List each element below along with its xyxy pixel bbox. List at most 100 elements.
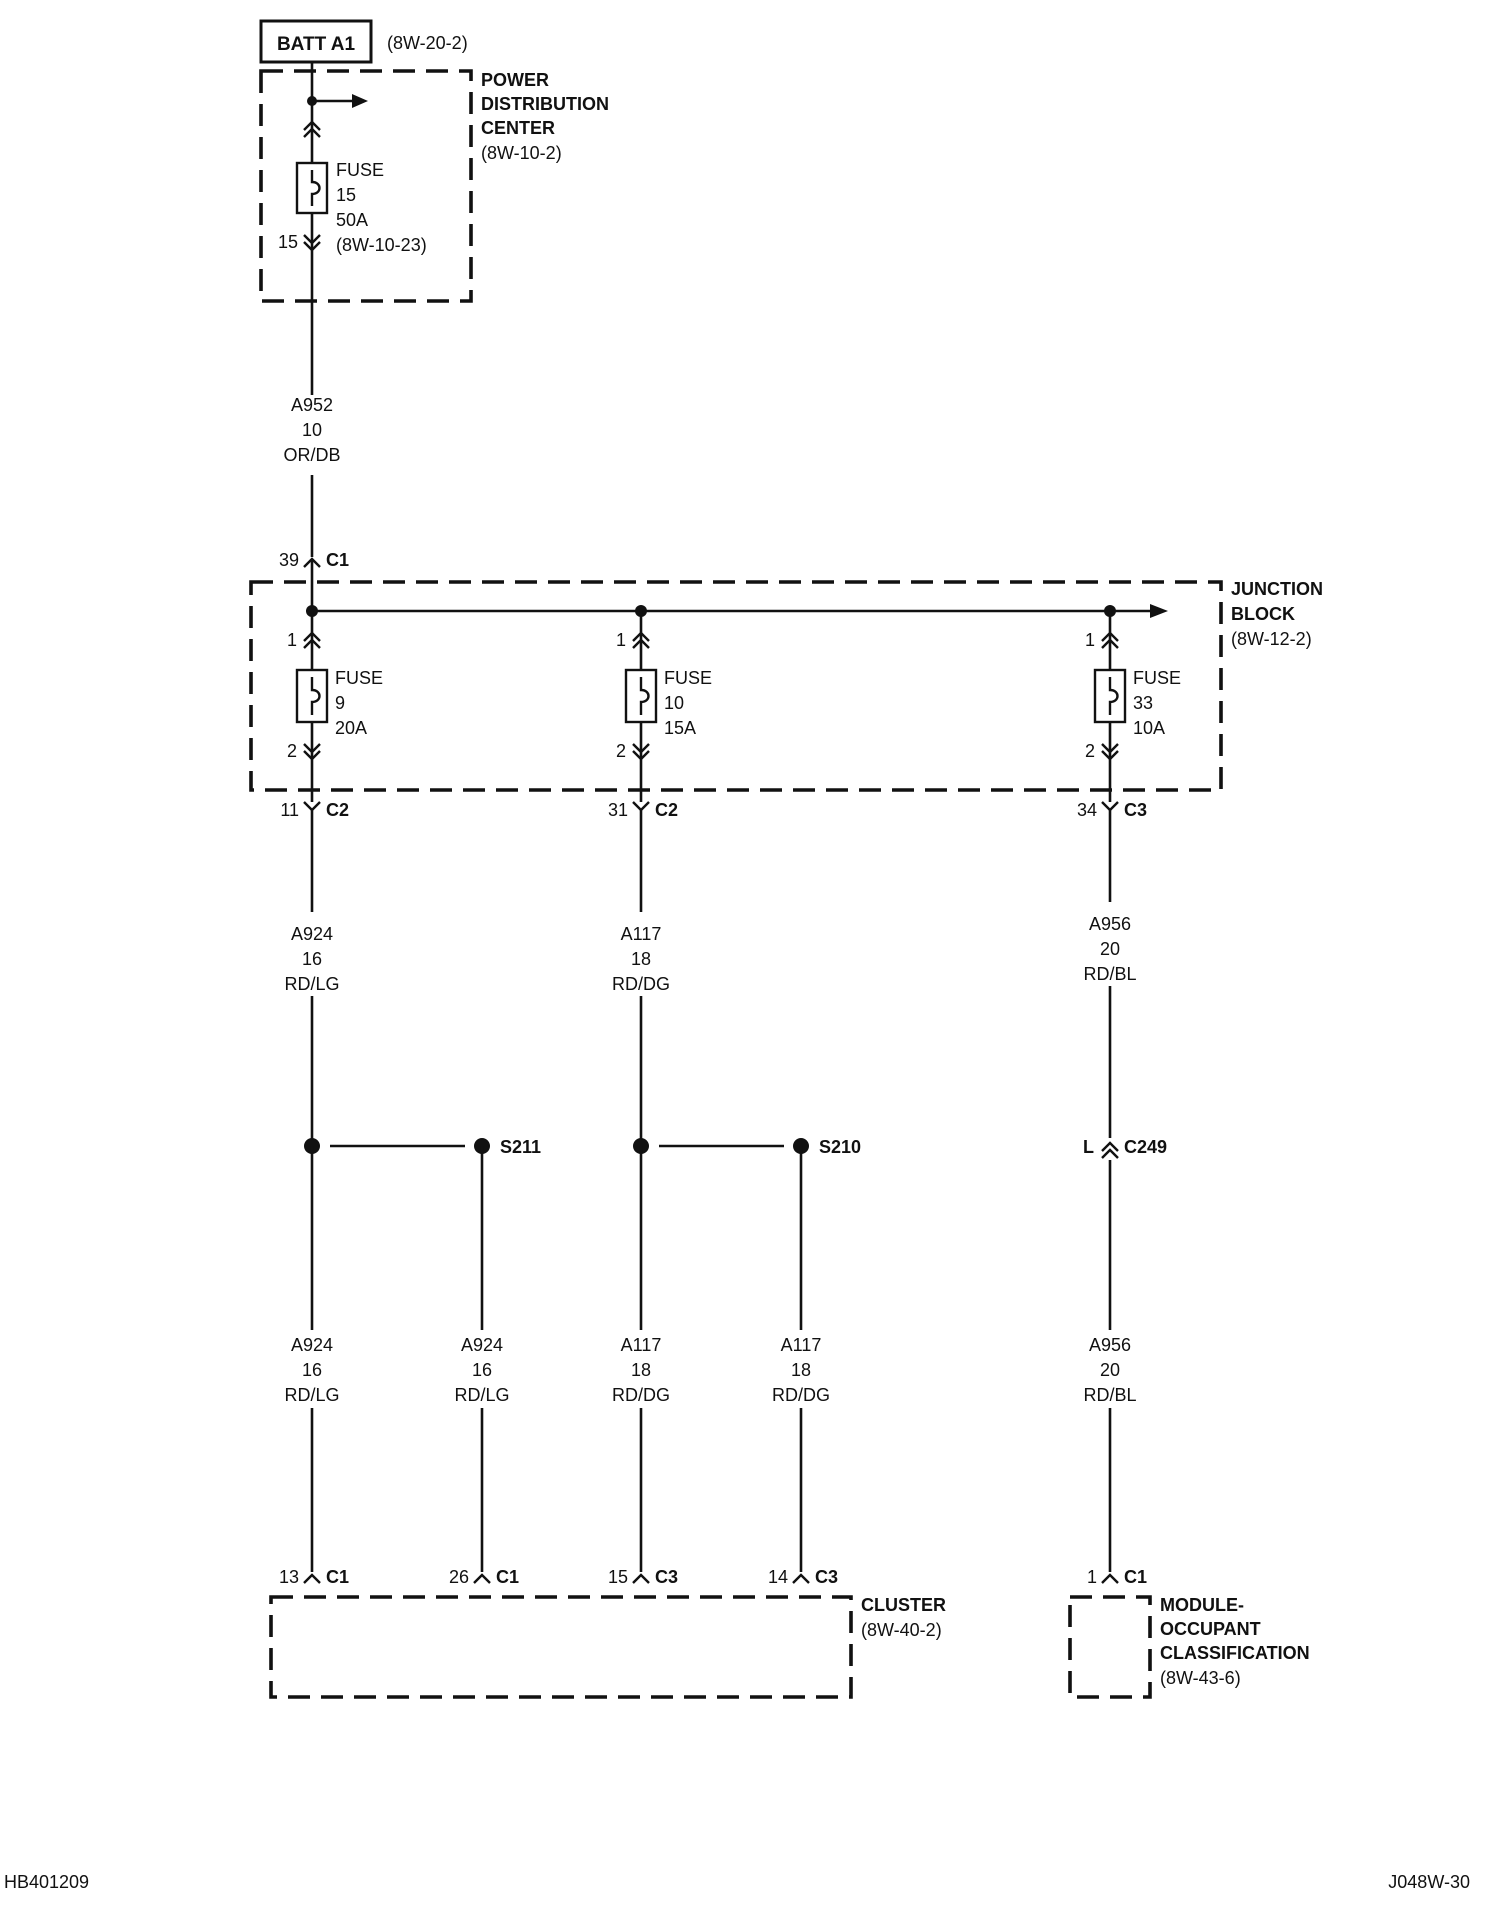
jb-fuse-10-number: 10 [664, 693, 684, 713]
jb-fuse-10-pin-in: 1 [616, 630, 626, 650]
wire-lower-4-color: RD/DG [772, 1385, 830, 1405]
jb-out-connector-3 [1101, 801, 1119, 812]
jb-fuse-33 [1093, 611, 1127, 802]
wire-a952-gauge: 10 [302, 420, 322, 440]
jb-bus-arrow [1150, 604, 1168, 618]
jb-fuse-33-pin-out: 2 [1085, 741, 1095, 761]
wire-lower-3-color: RD/DG [612, 1385, 670, 1405]
bottom-connector-1-label: C1 [326, 1567, 349, 1587]
pdc-title-3: CENTER [481, 118, 555, 138]
jb-fuse-33-conn-bottom-1 [1101, 743, 1119, 754]
jb-ref: (8W-12-2) [1231, 629, 1312, 649]
wire-a956-upper-gauge: 20 [1100, 939, 1120, 959]
bottom-connector-4-label: C3 [815, 1567, 838, 1587]
wire-lower-2-gauge: 16 [472, 1360, 492, 1380]
jb-fuse-9 [295, 611, 329, 802]
jb-fuse-9-conn-top-2 [303, 638, 321, 649]
bottom-connector-2-pin: 26 [449, 1567, 469, 1587]
jb-fuse-10-pin-out: 2 [616, 741, 626, 761]
jb-fuse-9-conn-bottom-2 [303, 750, 321, 761]
wire-a117-upper-circuit: A117 [621, 924, 662, 944]
jb-fuse-10-element [639, 677, 650, 715]
jb-out-pin-2: 31 [608, 800, 628, 820]
bottom-connector-3 [632, 1573, 650, 1584]
pdc-fuse-ref: (8W-10-23) [336, 235, 427, 255]
wire-lower-5-circuit: A956 [1089, 1335, 1131, 1355]
bottom-connector-2-label: C1 [496, 1567, 519, 1587]
wire-lower-2-circuit: A924 [461, 1335, 503, 1355]
c249-connector-1 [1101, 1141, 1119, 1152]
wire-lower-1-color: RD/LG [284, 1385, 339, 1405]
wire-lower-5-color: RD/BL [1083, 1385, 1136, 1405]
jb-fuse-33-element [1108, 677, 1119, 715]
jb-fuse-10-conn-top-1 [632, 631, 650, 642]
jb-out-conn-3: C3 [1124, 800, 1147, 820]
wire-a956-upper-color: RD/BL [1083, 964, 1136, 984]
bottom-connector-3-label: C3 [655, 1567, 678, 1587]
occupant-module-outline [1068, 1595, 1152, 1699]
jb-fuse-33-label: FUSE [1133, 668, 1181, 688]
pdc-title-2: DISTRIBUTION [481, 94, 609, 114]
bottom-connector-4-pin: 14 [768, 1567, 788, 1587]
pdc-connector-bottom-2 [303, 241, 321, 252]
jb-out-conn-2: C2 [655, 800, 678, 820]
cluster-title: CLUSTER [861, 1595, 946, 1615]
wire-lower-1-gauge: 16 [302, 1360, 322, 1380]
jb-out-conn-1: C2 [326, 800, 349, 820]
battery-label: BATT A1 [277, 34, 356, 55]
wire-a956-upper-circuit: A956 [1089, 914, 1131, 934]
splice-s211-label: S211 [500, 1137, 541, 1157]
wire-lower-2-color: RD/LG [454, 1385, 509, 1405]
bottom-connector-5 [1101, 1573, 1119, 1584]
occupant-module-title-3: CLASSIFICATION [1160, 1643, 1310, 1663]
wire-lower-3-circuit: A117 [621, 1335, 662, 1355]
jb-out-connector-1 [303, 801, 321, 812]
wire-a117-upper-gauge: 18 [631, 949, 651, 969]
jb-input-pin: 39 [279, 550, 299, 570]
wire-a924-upper-circuit: A924 [291, 924, 333, 944]
footer-right-id: J048W-30 [1388, 1872, 1470, 1892]
jb-fuse-9-pin-out: 2 [287, 741, 297, 761]
wire-a924-upper-gauge: 16 [302, 949, 322, 969]
wire-lower-5-gauge: 20 [1100, 1360, 1120, 1380]
battery-box [259, 19, 373, 64]
jb-fuse-9-label: FUSE [335, 668, 383, 688]
jb-fuse-33-conn-top-2 [1101, 638, 1119, 649]
junction-block-outline [249, 580, 1223, 792]
jb-fuse-10-rating: 15A [664, 718, 696, 738]
bottom-connector-2 [473, 1573, 491, 1584]
wire-lower-4-gauge: 18 [791, 1360, 811, 1380]
jb-fuse-10-conn-top-2 [632, 638, 650, 649]
pdc-connector-bottom-1 [303, 234, 321, 245]
jb-fuse-9-number: 9 [335, 693, 345, 713]
cluster-ref: (8W-40-2) [861, 1620, 942, 1640]
bottom-connector-4 [792, 1573, 810, 1584]
bottom-connector-3-pin: 15 [608, 1567, 628, 1587]
jb-fuse-9-rating: 20A [335, 718, 367, 738]
pdc-fuse-rating: 50A [336, 210, 368, 230]
jb-fuse-9-pin-in: 1 [287, 630, 297, 650]
bottom-connector-1-pin: 13 [279, 1567, 299, 1587]
jb-fuse-10-conn-bottom-2 [632, 750, 650, 761]
bottom-connector-1 [303, 1573, 321, 1584]
jb-fuse-9-element [310, 677, 321, 715]
jb-fuse-33-rating: 10A [1133, 718, 1165, 738]
bottom-connector-5-label: C1 [1124, 1567, 1147, 1587]
occupant-module-title-2: OCCUPANT [1160, 1619, 1261, 1639]
wire-a952-color: OR/DB [283, 445, 340, 465]
bottom-connector-5-pin: 1 [1087, 1567, 1097, 1587]
jb-fuse-10 [624, 611, 658, 802]
wire-a117-upper-color: RD/DG [612, 974, 670, 994]
wire-lower-3-gauge: 18 [631, 1360, 651, 1380]
pdc-title-1: POWER [481, 70, 549, 90]
pdc-connector-top-2 [303, 127, 321, 138]
jb-out-pin-3: 34 [1077, 800, 1097, 820]
wire-a952-circuit: A952 [291, 395, 333, 415]
jb-fuse-10-label: FUSE [664, 668, 712, 688]
pdc-fuse-out-pin: 15 [278, 232, 298, 252]
jb-title-2: BLOCK [1231, 604, 1295, 624]
pdc-connector-top-1 [303, 120, 321, 131]
jb-input-connector [303, 557, 321, 568]
jb-out-connector-2 [632, 801, 650, 812]
